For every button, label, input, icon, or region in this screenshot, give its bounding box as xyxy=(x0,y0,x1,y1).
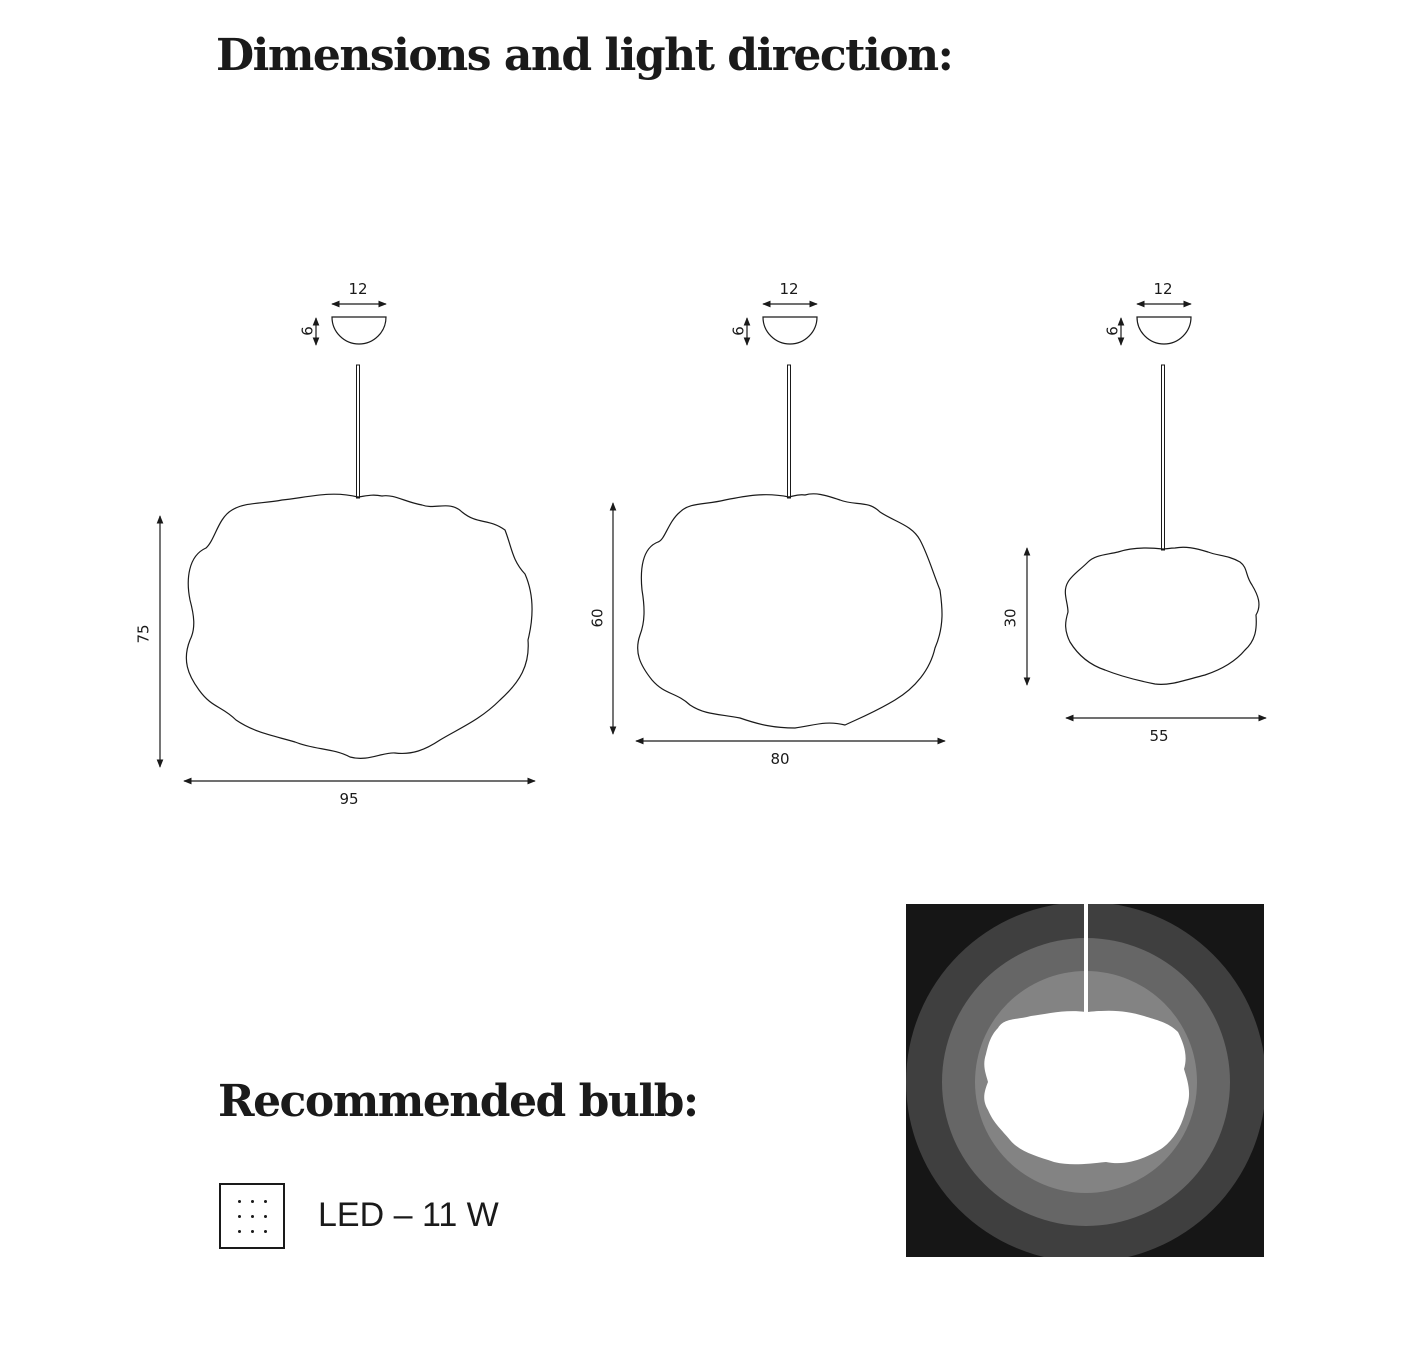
canopy-width-label: 12 xyxy=(348,280,367,298)
lamp-shade-outline xyxy=(637,493,943,729)
canopy-width-label: 12 xyxy=(779,280,798,298)
recommended-bulb-heading: Recommended bulb: xyxy=(218,1076,699,1127)
lamp-shade-outline xyxy=(1064,546,1260,685)
canopy-height-label: 6 xyxy=(730,326,748,336)
height-label: 75 xyxy=(135,624,153,643)
width-label: 80 xyxy=(770,750,789,768)
canopy-height-label: 6 xyxy=(299,326,317,336)
variant-large: 12 6 75 95 xyxy=(135,280,536,808)
canopy-width-label: 12 xyxy=(1153,280,1172,298)
height-label: 60 xyxy=(589,608,607,627)
lamp-shade-outline xyxy=(185,493,533,759)
suspension-rod xyxy=(1084,904,1088,1014)
canopy-height-label: 6 xyxy=(1104,326,1122,336)
width-label: 55 xyxy=(1149,727,1168,745)
variant-medium: 12 6 60 80 xyxy=(589,280,946,768)
suspension-rod xyxy=(1161,364,1165,551)
led-grid-icon xyxy=(219,1183,285,1249)
suspension-rod xyxy=(787,364,791,499)
bulb-label: LED – 11 W xyxy=(318,1196,499,1234)
variant-small: 12 6 30 55 xyxy=(1002,280,1267,745)
dimension-drawings: 12 6 75 95 12 6 60 80 12 6 30 55 xyxy=(135,280,1267,808)
canopy xyxy=(1136,316,1192,345)
width-label: 95 xyxy=(339,790,358,808)
lamp-shade-glow xyxy=(984,1010,1190,1165)
height-label: 30 xyxy=(1002,608,1020,627)
canopy xyxy=(762,316,818,345)
dimensions-heading: Dimensions and light direction: xyxy=(216,30,954,81)
suspension-rod xyxy=(356,364,360,499)
canopy xyxy=(331,316,387,345)
light-direction-diagram xyxy=(906,904,1264,1257)
